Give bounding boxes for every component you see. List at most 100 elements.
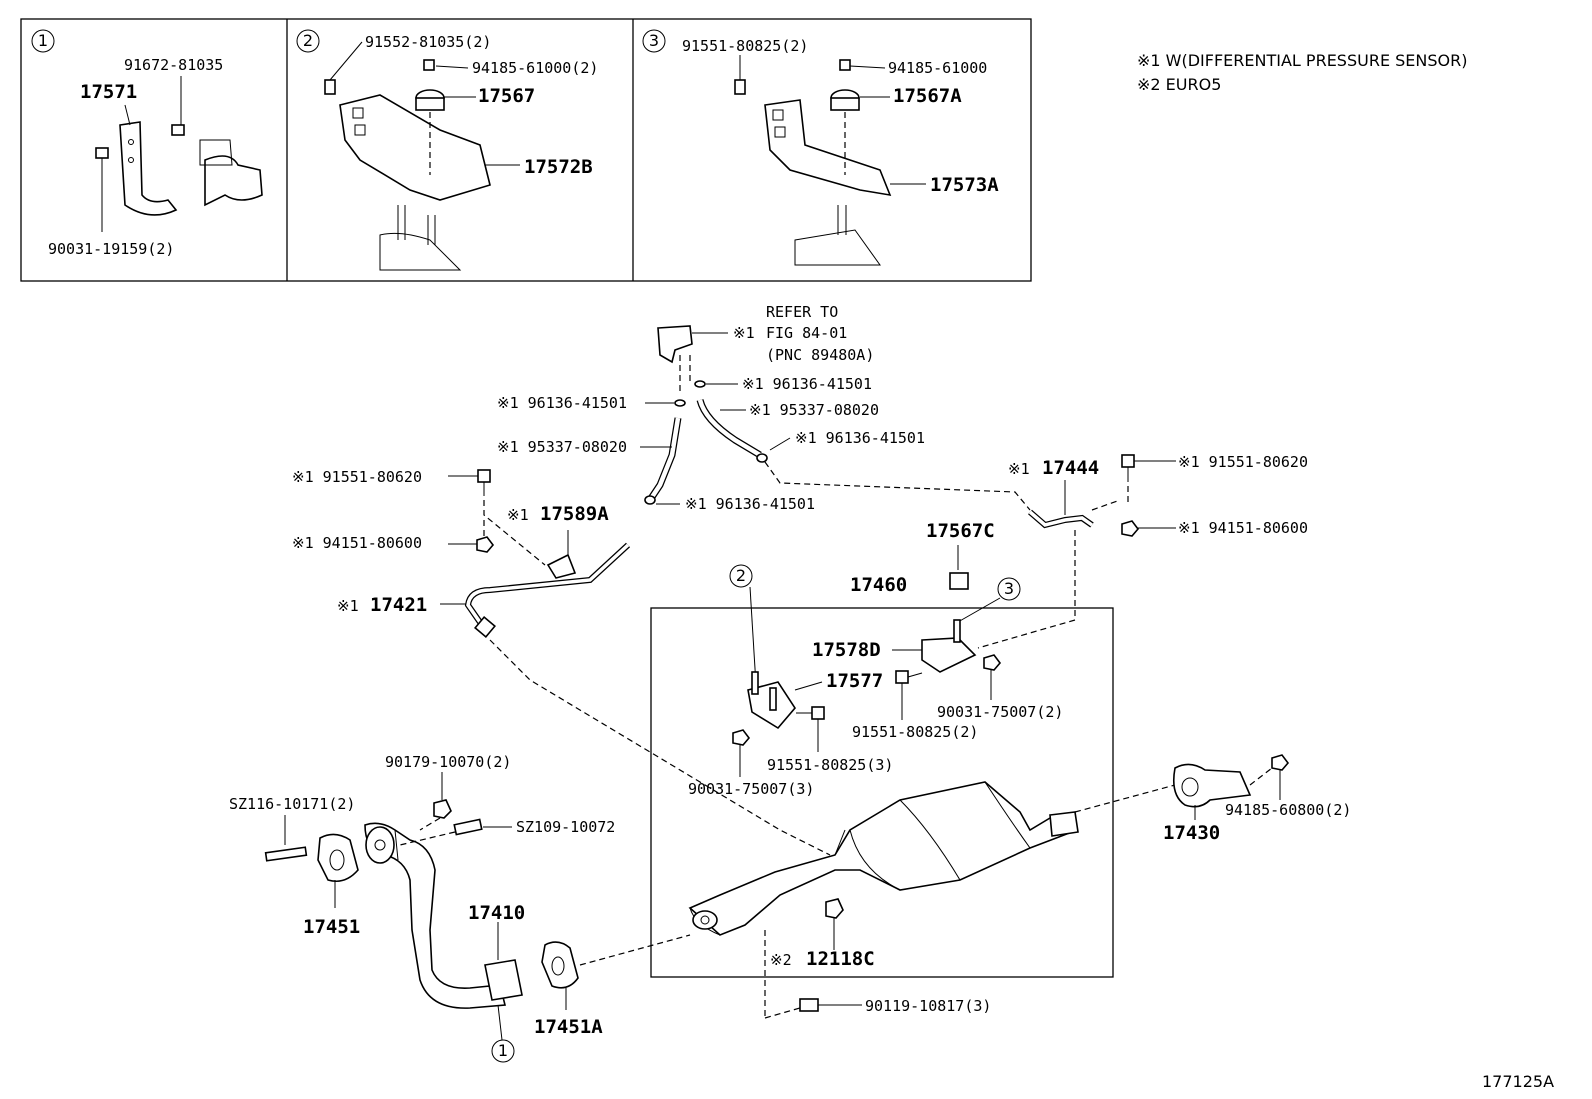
nut-90031-75007-2 xyxy=(983,654,1002,671)
label-17577: 17577 xyxy=(826,670,883,692)
inset-2-label-17572B: 17572B xyxy=(524,156,593,178)
pipe-17421: ※1 17421 ※1 17589A ※1 91551-80620 ※1 941… xyxy=(292,468,831,856)
label-12118C-mark: ※2 xyxy=(770,951,792,969)
bracket-17573A xyxy=(764,99,892,197)
inset-frame xyxy=(20,18,1032,282)
label-17410: 17410 xyxy=(468,902,525,924)
bolt-90031 xyxy=(95,147,109,159)
bolt-90119-10817 xyxy=(799,998,819,1012)
label-17567C: 17567C xyxy=(926,520,995,542)
bolt-91672 xyxy=(171,124,185,136)
bracket-17572B xyxy=(339,94,491,201)
refer-mark: ※1 xyxy=(733,324,755,342)
pipe-clamp xyxy=(204,155,263,207)
bolt-SZ109-10072 xyxy=(453,818,483,836)
callout-2: 2 xyxy=(736,566,746,585)
label-95337-a: ※1 95337-08020 xyxy=(749,401,879,419)
label-17460: 17460 xyxy=(850,574,907,596)
nut-90179-10070 xyxy=(433,799,452,819)
catalytic-converter-17460: 17460 2 3 17578D 17577 91551-80825(2) 90… xyxy=(650,564,1114,978)
label-96136-d: ※1 96136-41501 xyxy=(685,495,815,513)
inset-2-label-94185: 94185-61000(2) xyxy=(472,59,598,77)
bolt-91551-80620-a xyxy=(477,469,491,483)
label-17444: 17444 xyxy=(1042,457,1099,479)
bolt-91551-80825-3 xyxy=(811,706,825,720)
pressure-sensor xyxy=(657,325,693,364)
inset-1-circle xyxy=(31,29,55,53)
label-96136-c: ※1 96136-41501 xyxy=(795,429,925,447)
label-17589A: 17589A xyxy=(540,503,609,525)
converter-body xyxy=(688,781,1073,936)
label-17451: 17451 xyxy=(303,916,360,938)
label-91551-c: 91551-80825(2) xyxy=(852,723,978,741)
bolt-91551-80620-b xyxy=(1121,454,1135,468)
label-17421: 17421 xyxy=(370,594,427,616)
nut-94151-80600-b xyxy=(1121,520,1140,537)
note-1: ※1 W(DIFFERENTIAL PRESSURE SENSOR) xyxy=(1137,51,1467,70)
inset-1-label-91672: 91672-81035 xyxy=(124,56,223,74)
inset-3-label-94185: 94185-61000 xyxy=(888,59,987,77)
label-17589A-mark: ※1 xyxy=(507,506,529,524)
label-SZ116: SZ116-10171(2) xyxy=(229,795,355,813)
inset-2-label-91552: 91552-81035(2) xyxy=(365,33,491,51)
label-17451A: 17451A xyxy=(534,1016,603,1038)
label-94151-a: ※1 94151-80600 xyxy=(292,534,422,552)
label-90119: 90119-10817(3) xyxy=(865,997,991,1015)
label-94185: 94185-60800(2) xyxy=(1225,801,1351,819)
refer-line-3: (PNC 89480A) xyxy=(766,346,874,364)
front-pipe-17410: 17410 1 xyxy=(364,822,525,1063)
label-94151-b: ※1 94151-80600 xyxy=(1178,519,1308,537)
label-90031-b: 90031-75007(3) xyxy=(688,780,814,798)
label-17444-mark: ※1 xyxy=(1008,460,1030,478)
refer-line-2: FIG 84-01 xyxy=(766,324,847,342)
inset-3-circle-number: 3 xyxy=(649,31,659,50)
refer-line-1: REFER TO xyxy=(766,303,838,321)
label-SZ109: SZ109-10072 xyxy=(516,818,615,836)
figure-id: 177125A xyxy=(1482,1072,1554,1091)
mount-17567C xyxy=(949,572,969,590)
inset-2: 2 91552-81035(2) 94185-61000(2) 17567 17… xyxy=(296,29,598,271)
nut-12118C xyxy=(825,898,844,919)
hose-95337-b xyxy=(648,417,681,502)
hose-95337-a xyxy=(697,399,762,457)
label-91551-d: 91551-80825(3) xyxy=(767,756,893,774)
label-17578D: 17578D xyxy=(812,639,881,661)
label-90179: 90179-10070(2) xyxy=(385,753,511,771)
pipe-17410-outlet-flange xyxy=(484,959,523,1001)
inset-3-label-17567A: 17567A xyxy=(893,85,962,107)
inset-1: 1 91672-81035 17571 90031-19159(2) xyxy=(31,29,263,258)
inset-2-circle-number: 2 xyxy=(303,31,313,50)
flange-17430 xyxy=(1172,763,1252,808)
label-96136-a: ※1 96136-41501 xyxy=(742,375,872,393)
gasket-17451 xyxy=(317,833,359,883)
callout-1: 1 xyxy=(498,1041,508,1060)
nut-90031-75007-3 xyxy=(732,729,751,746)
stud-SZ116-10171 xyxy=(264,846,308,862)
label-91551-a: ※1 91551-80620 xyxy=(292,468,422,486)
label-95337-b: ※1 95337-08020 xyxy=(497,438,627,456)
bracket-17578D xyxy=(921,637,977,673)
clip-96136-a xyxy=(694,380,706,388)
bolt-91551-80825-2 xyxy=(895,670,909,684)
inset-3-label-17573A: 17573A xyxy=(930,174,999,196)
label-90031-a: 90031-75007(2) xyxy=(937,703,1063,721)
inset-1-label-17571: 17571 xyxy=(80,81,137,103)
nut-94185-60800 xyxy=(1271,754,1290,771)
pipe-17410-flange xyxy=(365,826,395,864)
label-96136-b: ※1 96136-41501 xyxy=(497,394,627,412)
nut-94151-80600-a xyxy=(476,536,495,553)
inset-3-label-91551: 91551-80825(2) xyxy=(682,37,808,55)
clip-96136-d xyxy=(644,495,656,505)
label-17421-mark: ※1 xyxy=(337,597,359,615)
outlet-flange xyxy=(1049,811,1079,837)
inset-3: 3 91551-80825(2) 94185-61000 17567A 1757… xyxy=(642,29,999,266)
label-91551-b: ※1 91551-80620 xyxy=(1178,453,1308,471)
clip-96136-c xyxy=(756,453,768,463)
inset-1-label-90031: 90031-19159(2) xyxy=(48,240,174,258)
callout-3: 3 xyxy=(1004,579,1014,598)
inset-1-circle-number: 1 xyxy=(38,31,48,50)
inset-2-label-17567: 17567 xyxy=(478,85,535,107)
note-2: ※2 EURO5 xyxy=(1137,75,1221,94)
inlet-flange xyxy=(692,910,718,930)
